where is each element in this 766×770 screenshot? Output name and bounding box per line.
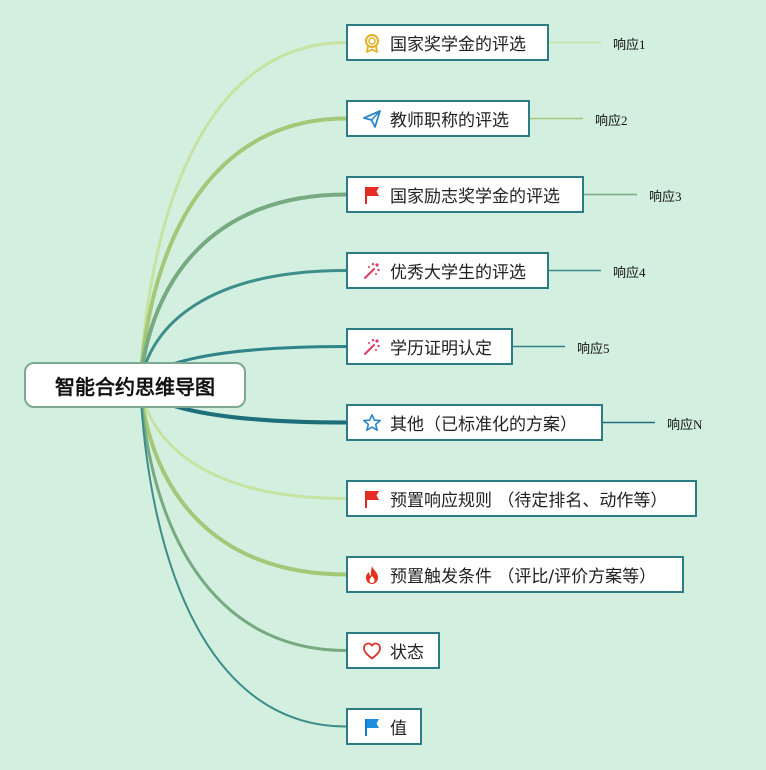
fire-icon [362, 565, 382, 585]
branch-node[interactable]: 优秀大学生的评选 [346, 252, 549, 289]
branch-label: 状态 [390, 643, 424, 663]
branch-label: 国家奖学金的评选 [390, 35, 526, 55]
award-ribbon-icon [362, 33, 382, 53]
paper-plane-icon [362, 109, 382, 129]
branch-connector [139, 384, 347, 728]
branch-connector [138, 269, 348, 387]
branch-label: 学历证明认定 [390, 339, 492, 359]
response-label[interactable]: 响应1 [613, 36, 646, 52]
central-topic-label: 智能合约思维导图 [55, 374, 215, 399]
response-label[interactable]: 响应4 [613, 264, 646, 280]
branch-label: 其他（已标准化的方案） [390, 415, 577, 435]
red-flag-icon [362, 489, 382, 509]
central-topic[interactable]: 智能合约思维导图 [24, 362, 246, 408]
branch-connector [138, 116, 348, 387]
branch-node[interactable]: 状态 [346, 632, 440, 669]
branch-label: 教师职称的评选 [390, 111, 509, 131]
branch-connector [138, 383, 348, 577]
branch-node[interactable]: 教师职称的评选 [346, 100, 530, 137]
branch-node[interactable]: 预置触发条件 （评比/评价方案等） [346, 556, 684, 593]
branch-connector [138, 383, 348, 652]
response-label[interactable]: 响应3 [649, 188, 682, 204]
branch-label: 预置触发条件 （评比/评价方案等） [390, 567, 657, 587]
red-flag-icon [362, 185, 382, 205]
branch-connector [138, 41, 348, 387]
heart-outline-icon [362, 641, 382, 661]
branch-node[interactable]: 预置响应规则 （待定排名、动作等） [346, 480, 697, 517]
branch-label: 值 [390, 719, 407, 739]
branch-label: 国家励志奖学金的评选 [390, 187, 560, 207]
branch-label: 优秀大学生的评选 [390, 263, 526, 283]
branch-connector [138, 383, 348, 500]
branch-connector [138, 192, 348, 387]
sparkle-wand-icon [362, 337, 382, 357]
branch-node[interactable]: 值 [346, 708, 422, 745]
star-outline-icon [362, 413, 382, 433]
response-label[interactable]: 响应N [667, 416, 703, 432]
branch-node[interactable]: 其他（已标准化的方案） [346, 404, 603, 441]
response-label[interactable]: 响应5 [577, 340, 610, 356]
branch-label: 预置响应规则 （待定排名、动作等） [390, 491, 668, 511]
blue-flag-icon [362, 717, 382, 737]
branch-node[interactable]: 国家奖学金的评选 [346, 24, 549, 61]
branch-node[interactable]: 国家励志奖学金的评选 [346, 176, 584, 213]
branch-node[interactable]: 学历证明认定 [346, 328, 513, 365]
response-label[interactable]: 响应2 [595, 112, 628, 128]
sparkle-wand-icon [362, 261, 382, 281]
